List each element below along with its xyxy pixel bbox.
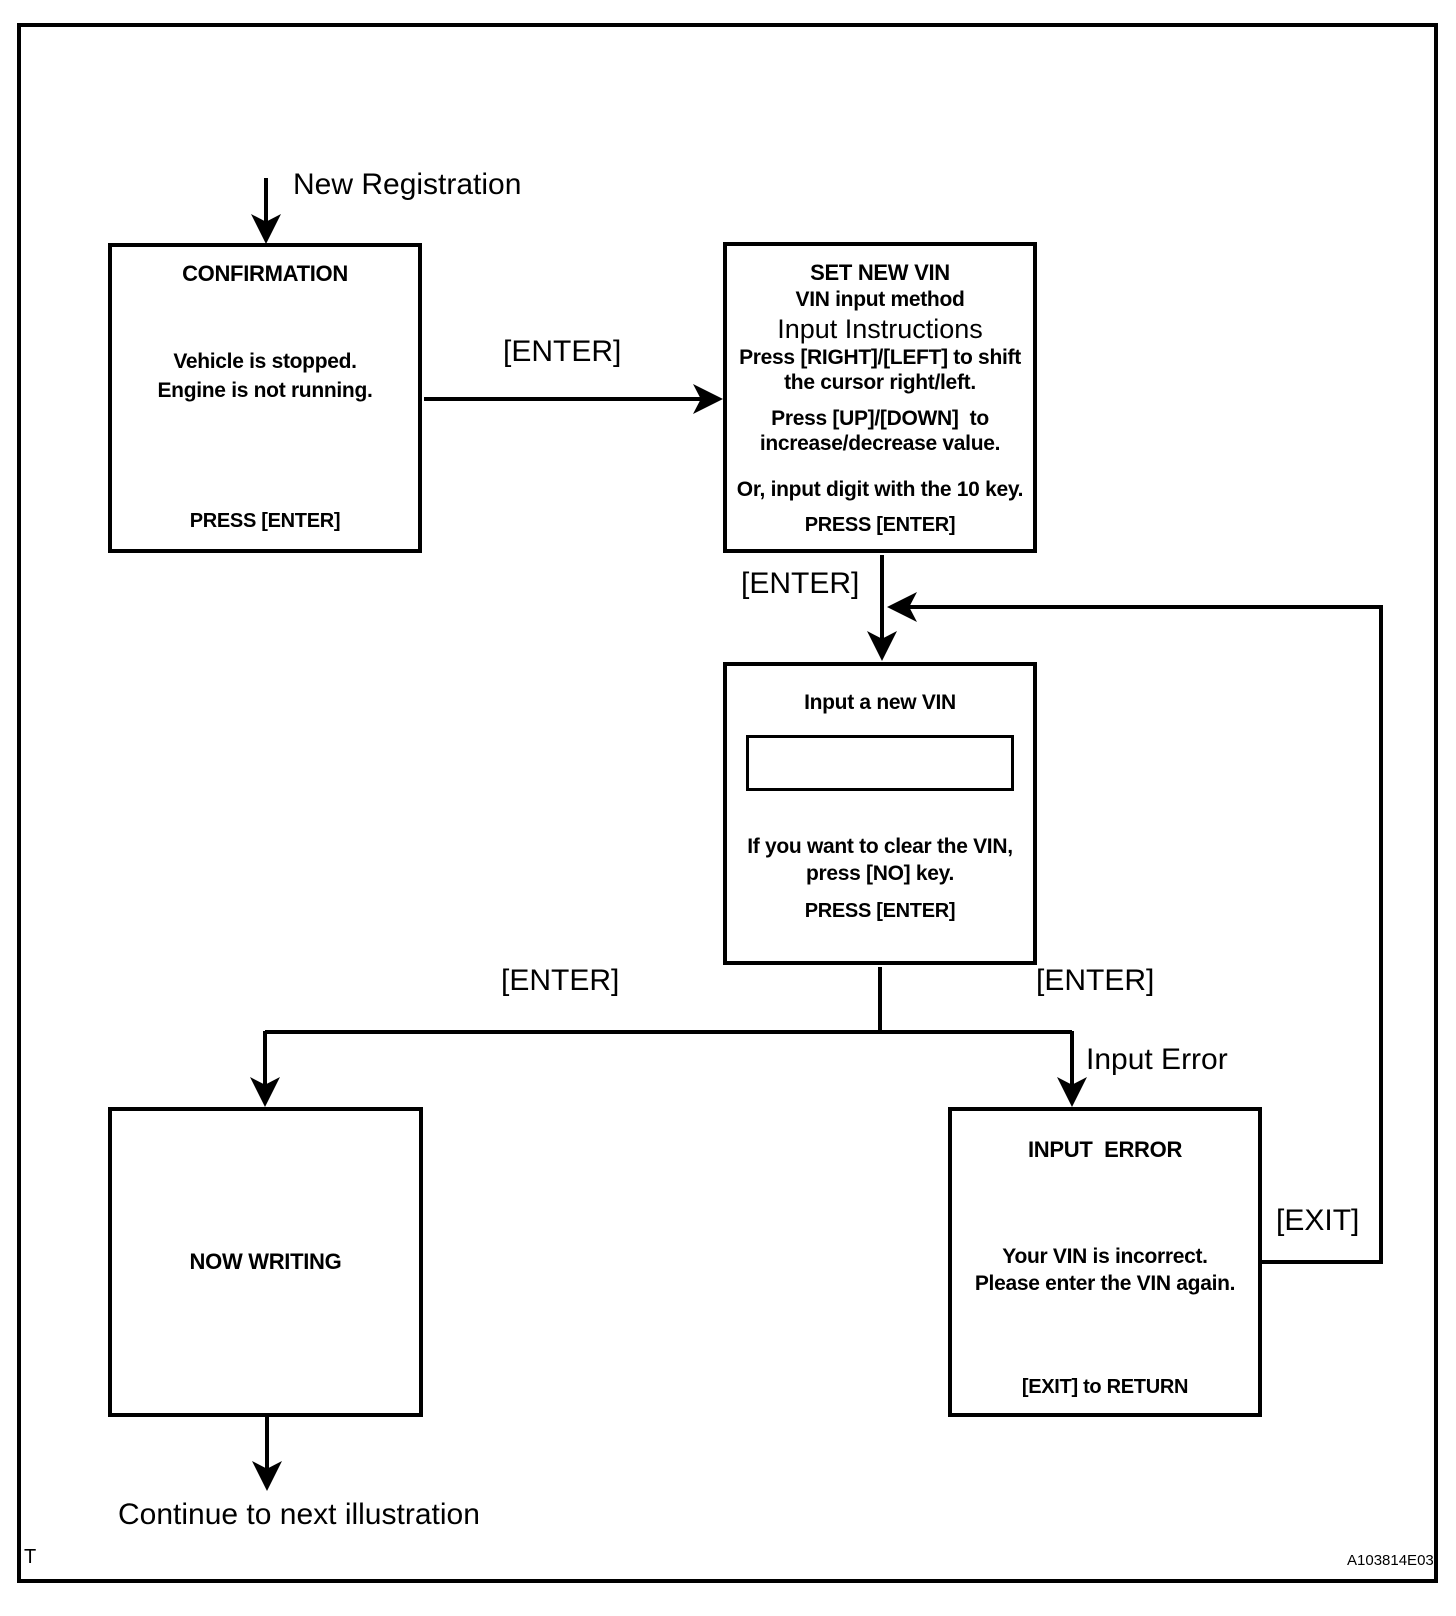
confirmation-screen-box: CONFIRMATION Vehicle is stopped. Engine … — [108, 243, 422, 553]
input-new-vin-body-line: If you want to clear the VIN, — [747, 835, 1013, 858]
input-new-vin-body-line: press [NO] key. — [805, 862, 954, 885]
enter-label-set-to-input: [ENTER] — [741, 567, 860, 600]
input-new-vin-title: Input a new VIN — [804, 691, 956, 714]
set-new-vin-heading: Input Instructions — [777, 314, 983, 344]
confirmation-title: CONFIRMATION — [182, 261, 348, 286]
input-error-screen-box: INPUT ERROR Your VIN is incorrect. Pleas… — [948, 1107, 1262, 1417]
now-writing-title: NOW WRITING — [189, 1249, 342, 1274]
enter-label-to-now-writing: [ENTER] — [501, 964, 620, 997]
input-error-body-line: Please enter the VIN again. — [974, 1272, 1236, 1295]
set-new-vin-body-line: increase/decrease value. — [759, 432, 1001, 455]
input-error-footer: [EXIT] to RETURN — [1021, 1376, 1189, 1398]
input-error-edge-label: Input Error — [1086, 1043, 1228, 1076]
now-writing-screen-box: NOW WRITING — [108, 1107, 423, 1417]
set-new-vin-footer: PRESS [ENTER] — [804, 514, 956, 536]
confirmation-footer: PRESS [ENTER] — [189, 510, 341, 532]
figure-border — [17, 23, 1438, 1583]
set-new-vin-screen-box: SET NEW VIN VIN input method Input Instr… — [723, 242, 1037, 553]
input-error-body-line: Your VIN is incorrect. — [1002, 1245, 1208, 1268]
set-new-vin-title: SET NEW VIN — [810, 260, 950, 285]
enter-label-to-input-error: [ENTER] — [1036, 964, 1155, 997]
page-letter: T — [24, 1546, 37, 1568]
set-new-vin-body-line: Press [RIGHT]/[LEFT] to shift — [739, 346, 1021, 369]
exit-edge-label: [EXIT] — [1276, 1204, 1360, 1237]
enter-label-confirmation-to-set: [ENTER] — [503, 335, 622, 368]
set-new-vin-subtitle: VIN input method — [795, 288, 965, 311]
set-new-vin-body-line: Press [UP]/[DOWN] to — [771, 407, 989, 430]
figure-code: A103814E03 — [1347, 1552, 1434, 1569]
input-new-vin-screen-box: Input a new VIN If you want to clear the… — [723, 662, 1037, 965]
new-registration-label: New Registration — [293, 168, 522, 201]
set-new-vin-body-line: the cursor right/left. — [784, 371, 976, 394]
continue-label: Continue to next illustration — [118, 1498, 480, 1531]
confirmation-body-line: Engine is not running. — [157, 379, 373, 402]
input-error-title: INPUT ERROR — [1027, 1137, 1183, 1162]
confirmation-body-line: Vehicle is stopped. — [173, 350, 357, 373]
input-new-vin-footer: PRESS [ENTER] — [804, 900, 956, 922]
vin-input-field — [746, 735, 1014, 791]
set-new-vin-note: Or, input digit with the 10 key. — [736, 478, 1024, 501]
